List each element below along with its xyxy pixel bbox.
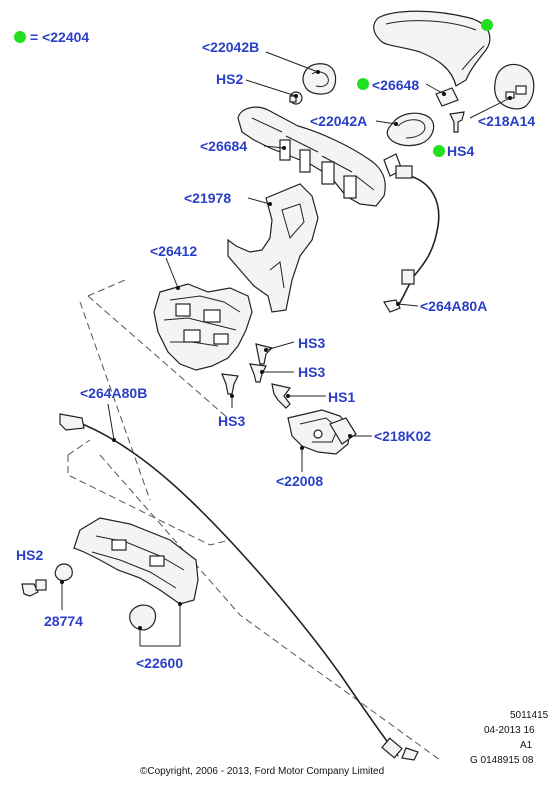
label-hs3-upper[interactable]: HS3 <box>298 335 325 351</box>
copyright-text: ©Copyright, 2006 - 2013, Ford Motor Comp… <box>140 766 384 777</box>
cable-group-outline <box>99 454 441 761</box>
meta-line-2: 04-2013 16 <box>484 725 535 736</box>
inner-handle-22600[interactable] <box>73 517 199 605</box>
leader-26412 <box>165 257 179 289</box>
leader-218A14 <box>469 97 511 119</box>
handle-marker-dot <box>481 19 493 31</box>
leader-hs2-top <box>245 79 297 97</box>
leader-22600 <box>139 604 181 647</box>
label-22600[interactable]: <22600 <box>136 655 183 671</box>
gasket-22042A[interactable] <box>386 112 435 147</box>
clip-26648[interactable] <box>435 87 459 107</box>
label-hs3-middle[interactable]: HS3 <box>298 364 325 380</box>
label-hs2-top[interactable]: HS2 <box>216 71 243 87</box>
leader-26648 <box>425 83 445 95</box>
label-264A80A[interactable]: <264A80A <box>420 298 487 314</box>
bezel-cap-22600[interactable] <box>129 604 157 631</box>
screw-hs3-lower[interactable] <box>221 373 239 395</box>
leader-264A80B <box>107 403 115 441</box>
meta-line-4: G 0148915 08 <box>470 755 534 766</box>
leader-21978 <box>247 197 271 205</box>
hs4-marker-dot <box>433 145 445 157</box>
leader-26684 <box>263 145 285 149</box>
label-218A14[interactable]: <218A14 <box>478 113 535 129</box>
label-218K02[interactable]: <218K02 <box>374 428 431 444</box>
label-26412[interactable]: <26412 <box>150 243 197 259</box>
handle-frame-26684[interactable] <box>237 106 403 207</box>
label-26684[interactable]: <26684 <box>200 138 247 154</box>
cable-264A80A[interactable] <box>383 165 440 313</box>
legend-text: = <22404 <box>30 29 89 45</box>
label-hs3-lower[interactable]: HS3 <box>218 413 245 429</box>
label-hs4[interactable]: HS4 <box>447 143 474 159</box>
label-22042B[interactable]: <22042B <box>202 39 259 55</box>
screw-hs2-bottom[interactable] <box>21 579 47 597</box>
door-lock-26412[interactable] <box>153 283 253 371</box>
cable-264A80B[interactable] <box>59 413 419 761</box>
screw-hs4[interactable] <box>449 111 465 133</box>
screw-hs3-upper[interactable] <box>255 343 274 365</box>
bracket-21978[interactable] <box>227 183 319 313</box>
handle-cap[interactable] <box>494 63 535 110</box>
label-hs1[interactable]: HS1 <box>328 389 355 405</box>
outer-handle[interactable] <box>373 10 491 87</box>
label-22008[interactable]: <22008 <box>276 473 323 489</box>
lock-group-outline <box>79 279 231 501</box>
leader-264A80A <box>397 303 419 307</box>
label-22042A[interactable]: <22042A <box>310 113 367 129</box>
meta-line-3: A1 <box>520 740 533 751</box>
grommet-28774[interactable] <box>54 563 73 582</box>
label-26648[interactable]: <26648 <box>372 77 419 93</box>
leader-dots <box>60 70 512 630</box>
leader-22042A <box>375 120 397 125</box>
leader-hs3a <box>265 341 295 351</box>
screw-hs3-middle[interactable] <box>249 363 267 383</box>
handle-group-outline <box>67 439 231 546</box>
label-21978[interactable]: <21978 <box>184 190 231 206</box>
legend-marker-dot <box>14 31 26 43</box>
label-hs2-bottom[interactable]: HS2 <box>16 547 43 563</box>
bolt-hs1[interactable] <box>271 383 292 409</box>
meta-line-1: 5011415 <box>510 710 549 721</box>
striker-22008[interactable] <box>287 409 351 455</box>
label-28774[interactable]: 28774 <box>44 613 83 629</box>
leader-22042B <box>265 51 319 73</box>
label-264A80B[interactable]: <264A80B <box>80 385 147 401</box>
clip-marker-dot <box>357 78 369 90</box>
